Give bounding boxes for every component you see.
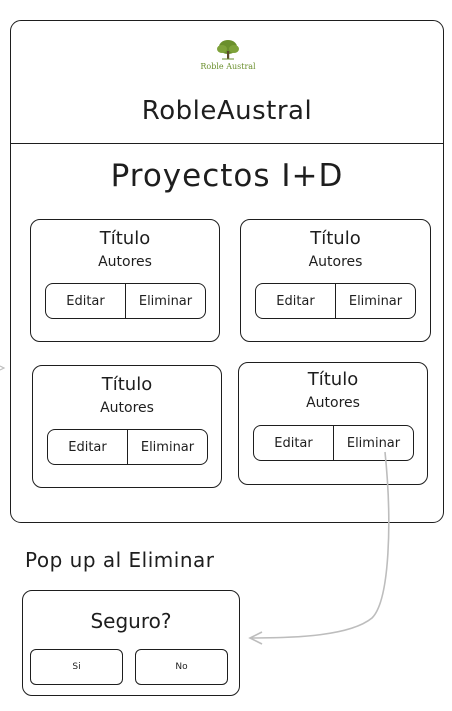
brand-title: RobleAustral bbox=[141, 96, 313, 126]
edit-button[interactable]: Editar bbox=[66, 293, 105, 309]
tree-icon bbox=[217, 40, 239, 60]
project-card: Título Autores Editar Eliminar bbox=[240, 219, 431, 342]
edit-button[interactable]: Editar bbox=[276, 293, 315, 309]
card-actions: Editar Eliminar bbox=[255, 283, 416, 319]
card-authors: Autores bbox=[98, 254, 152, 270]
card-actions: Editar Eliminar bbox=[253, 425, 414, 461]
delete-button[interactable]: Eliminar bbox=[333, 426, 413, 460]
card-actions: Editar Eliminar bbox=[47, 429, 208, 465]
app-frame bbox=[10, 20, 444, 523]
card-authors: Autores bbox=[100, 400, 154, 416]
card-authors: Autores bbox=[308, 254, 363, 270]
card-title: Título bbox=[101, 374, 153, 395]
delete-button[interactable]: Eliminar bbox=[125, 284, 205, 318]
card-authors: Autores bbox=[306, 395, 360, 411]
yes-button[interactable]: Si bbox=[30, 649, 123, 685]
edit-button[interactable]: Editar bbox=[274, 435, 313, 451]
delete-button[interactable]: Eliminar bbox=[127, 430, 207, 464]
header-divider bbox=[10, 143, 444, 144]
logo-text: Roble Austral bbox=[200, 62, 256, 71]
project-card: Título Autores Editar Eliminar bbox=[238, 362, 428, 485]
card-actions: Editar Eliminar bbox=[45, 283, 206, 319]
no-button[interactable]: No bbox=[135, 649, 228, 685]
card-title: Título bbox=[99, 228, 151, 249]
delete-button[interactable]: Eliminar bbox=[335, 284, 415, 318]
card-title: Título bbox=[307, 369, 359, 390]
logo: Roble Austral bbox=[196, 38, 260, 74]
edit-button[interactable]: Editar bbox=[68, 439, 107, 455]
confirm-popup: Seguro? Si No bbox=[22, 590, 240, 696]
side-stub-arrow bbox=[0, 365, 6, 371]
card-title: Título bbox=[310, 228, 361, 249]
page-title: Proyectos I+D bbox=[110, 158, 344, 194]
project-card: Título Autores Editar Eliminar bbox=[30, 219, 220, 342]
project-card: Título Autores Editar Eliminar bbox=[32, 365, 222, 488]
arrowhead-icon bbox=[248, 631, 263, 645]
popup-question: Seguro? bbox=[90, 609, 172, 633]
popup-annotation: Pop up al Eliminar bbox=[25, 548, 215, 572]
